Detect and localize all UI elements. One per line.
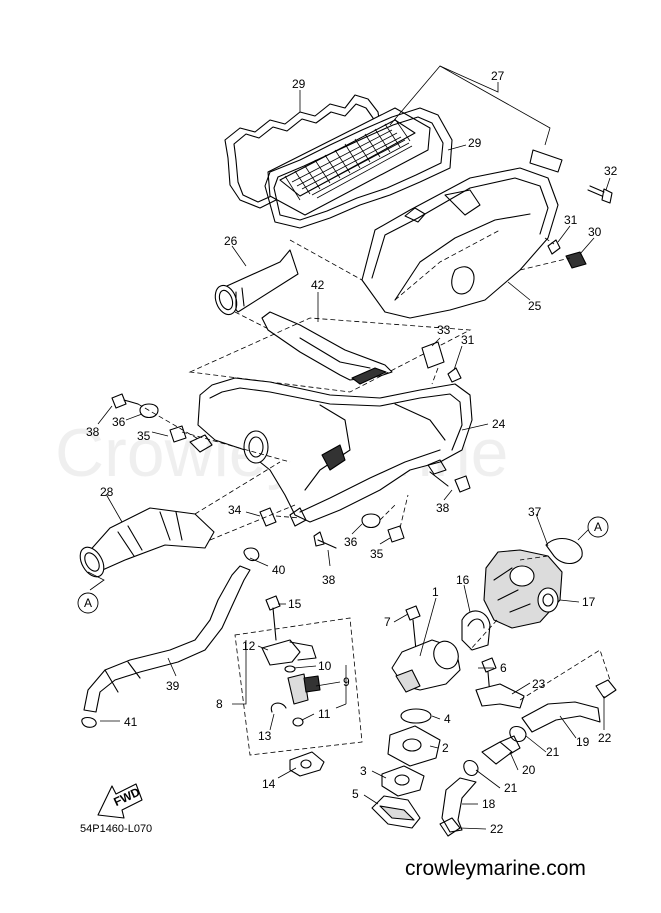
callout-10: 10 (318, 659, 332, 673)
air-cleaner-cover (361, 167, 559, 319)
ref-circle-a-left: A (77, 592, 99, 614)
callout-21-lower: 21 (504, 781, 518, 795)
callout-8: 8 (216, 697, 223, 711)
spacer-2 (387, 725, 441, 767)
callout-37: 37 (528, 505, 542, 519)
callout-36-left: 36 (112, 415, 126, 429)
bolt-32 (587, 185, 613, 204)
clip-13 (270, 702, 287, 713)
callout-labels: 29 27 29 32 30 31 26 25 42 33 31 24 38 3… (86, 69, 618, 836)
callout-38-left: 38 (86, 425, 100, 439)
hose-clip-21-lower (463, 759, 479, 777)
fuel-injector-9 (287, 673, 309, 705)
o-ring-10 (284, 665, 296, 673)
callout-25: 25 (528, 299, 542, 313)
callout-22-lower: 22 (490, 822, 504, 836)
callout-29-right: 29 (468, 136, 482, 150)
injector-holder-12 (261, 639, 301, 666)
callout-9: 9 (343, 675, 350, 689)
joint-clamp-16 (461, 610, 491, 651)
callout-38-bottom: 38 (322, 573, 336, 587)
callout-24: 24 (492, 417, 506, 431)
bolt-38-right (429, 471, 471, 493)
callout-2: 2 (442, 741, 449, 755)
duct-plate (261, 311, 393, 381)
breather-hose (83, 565, 251, 713)
callout-42: 42 (311, 278, 325, 292)
hose-18 (441, 777, 477, 833)
intake-joint (85, 507, 215, 573)
callout-35-left: 35 (137, 429, 151, 443)
callout-22-upper: 22 (598, 731, 612, 745)
callout-15: 15 (288, 597, 302, 611)
diagram-code: 54P1460-L070 (80, 823, 153, 835)
grommet-34 (259, 507, 277, 527)
hose-clip-40 (243, 547, 260, 562)
callout-4: 4 (444, 712, 451, 726)
bolt-38-left (111, 393, 139, 409)
callout-1: 1 (432, 585, 439, 599)
hose-clip-22-upper (595, 679, 617, 699)
air-filter-element (267, 107, 431, 216)
site-url[interactable]: crowleymarine.com (405, 857, 586, 880)
gasket-14 (289, 751, 325, 777)
hose-clip-21-upper (509, 725, 527, 743)
callout-30: 30 (588, 225, 602, 239)
callout-19: 19 (576, 735, 590, 749)
gasket-3 (381, 765, 425, 797)
callout-16: 16 (456, 573, 470, 587)
callout-27: 27 (491, 69, 505, 83)
svg-text:A: A (594, 520, 602, 534)
clip-31-mid (447, 367, 462, 383)
callout-32: 32 (604, 164, 618, 178)
clip-33 (421, 341, 445, 369)
callout-7: 7 (384, 615, 391, 629)
hose-clamp-37 (545, 538, 583, 565)
callout-leaders (87, 65, 611, 830)
sensor-30 (565, 251, 587, 269)
clip-31-top (547, 239, 561, 255)
damper-36-right (361, 513, 381, 529)
filter-gasket-right (264, 107, 453, 229)
callout-18: 18 (482, 797, 496, 811)
collar-35-right (387, 525, 405, 543)
callout-23: 23 (532, 677, 546, 691)
callout-36-right: 36 (344, 535, 358, 549)
callout-41: 41 (124, 715, 138, 729)
callout-21-upper: 21 (546, 745, 560, 759)
callout-38-right: 38 (436, 501, 450, 515)
callout-40: 40 (272, 563, 286, 577)
filter-gasket-left (224, 94, 383, 209)
bolt-7 (405, 605, 421, 651)
callout-26: 26 (224, 234, 238, 248)
callout-6: 6 (500, 661, 507, 675)
bolt-38-bottom (313, 531, 337, 549)
callout-5: 5 (352, 787, 359, 801)
callout-33: 33 (437, 323, 451, 337)
callout-31-mid: 31 (461, 333, 475, 347)
o-ring-4 (400, 708, 432, 724)
bracket-23 (475, 683, 525, 709)
callout-3: 3 (360, 764, 367, 778)
callout-11: 11 (318, 707, 331, 721)
o-ring-11 (292, 717, 304, 727)
callout-35-right: 35 (370, 547, 384, 561)
callout-39: 39 (166, 679, 180, 693)
svg-text:A: A (84, 596, 92, 610)
callout-17: 17 (582, 595, 596, 609)
hose-joint-20 (481, 741, 513, 765)
ref-circle-a-right: A (587, 516, 609, 538)
fwd-arrow-icon (97, 783, 143, 819)
callout-31-top: 31 (564, 213, 578, 227)
callout-13: 13 (258, 729, 272, 743)
callout-28: 28 (100, 485, 114, 499)
bolt-15 (265, 595, 281, 641)
callout-34: 34 (228, 503, 242, 517)
callout-12: 12 (242, 639, 256, 653)
callout-14: 14 (262, 777, 276, 791)
callout-29-top: 29 (292, 77, 306, 91)
callout-20: 20 (522, 763, 536, 777)
hose-clip-41 (81, 716, 97, 728)
